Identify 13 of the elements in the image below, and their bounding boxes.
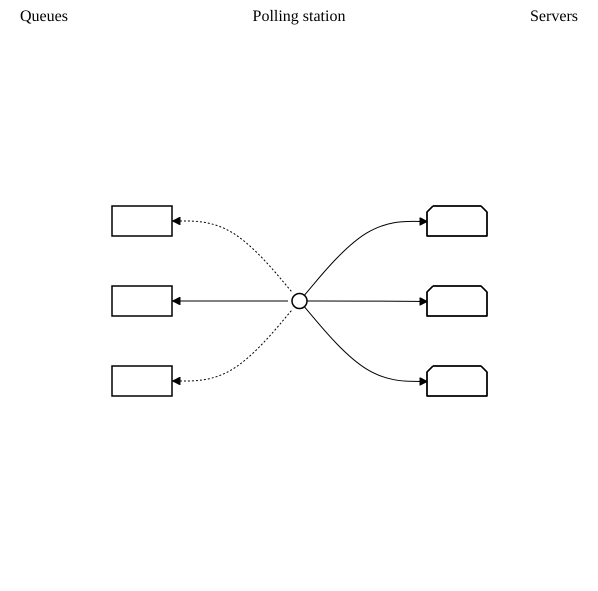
arrow xyxy=(172,309,292,386)
node-box xyxy=(110,365,172,397)
column-heading: Polling station xyxy=(252,8,346,26)
column-heading: Queues xyxy=(20,8,68,26)
arrow xyxy=(306,297,428,306)
arrow xyxy=(303,217,428,296)
node-box xyxy=(110,205,172,237)
column-heading: Servers xyxy=(530,8,578,26)
arrow xyxy=(172,296,288,306)
node-circle xyxy=(290,292,308,310)
arrow xyxy=(303,306,428,386)
arrow xyxy=(172,216,292,293)
node-box xyxy=(110,285,172,317)
